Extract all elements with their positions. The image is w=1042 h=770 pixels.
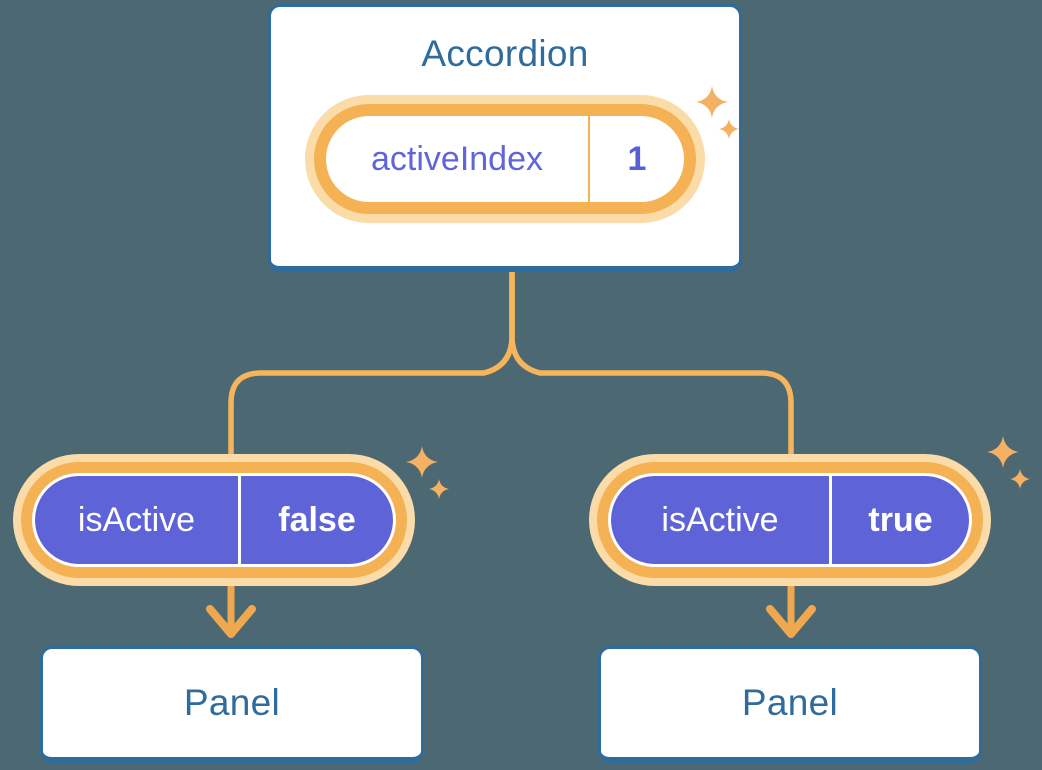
state-label: activeIndex (371, 139, 543, 178)
sparkle-star-small (1010, 469, 1030, 489)
sparkles-icon (987, 436, 1030, 489)
panel-title: Panel (741, 682, 839, 723)
panel-title: Panel (183, 682, 281, 723)
prop-pill-isactive-false: isActive false (32, 473, 396, 567)
panel-component-card-right: Panel (598, 646, 982, 763)
prop-value: true (829, 476, 969, 564)
accordion-title: Accordion (421, 33, 589, 74)
prop-pill-isactive-false-wrap: isActive false (13, 455, 415, 585)
prop-pill-isactive-true-wrap: isActive true (589, 455, 991, 585)
arrow-down-icon (206, 605, 256, 638)
sparkle-star-big (406, 446, 438, 478)
prop-pill-isactive-true: isActive true (608, 473, 972, 567)
accordion-component-card: Accordion activeIndex 1 (268, 4, 742, 272)
sparkles-icon (696, 86, 739, 139)
prop-label: isActive (661, 500, 779, 539)
sparkle-star-small (429, 479, 449, 499)
state-value: 1 (588, 116, 684, 202)
sparkles-icon (406, 446, 449, 499)
connector-branch-left (228, 270, 515, 471)
prop-label: isActive (77, 500, 196, 539)
prop-value: false (238, 476, 393, 564)
sparkle-star-big (696, 86, 728, 118)
panel-component-card-left: Panel (40, 646, 424, 763)
sparkle-star-small (719, 119, 739, 139)
state-pill-activeindex: activeIndex 1 (314, 104, 696, 214)
sparkle-star-big (987, 436, 1019, 468)
connector-branch-right (509, 270, 794, 471)
arrow-down-icon (766, 605, 816, 638)
